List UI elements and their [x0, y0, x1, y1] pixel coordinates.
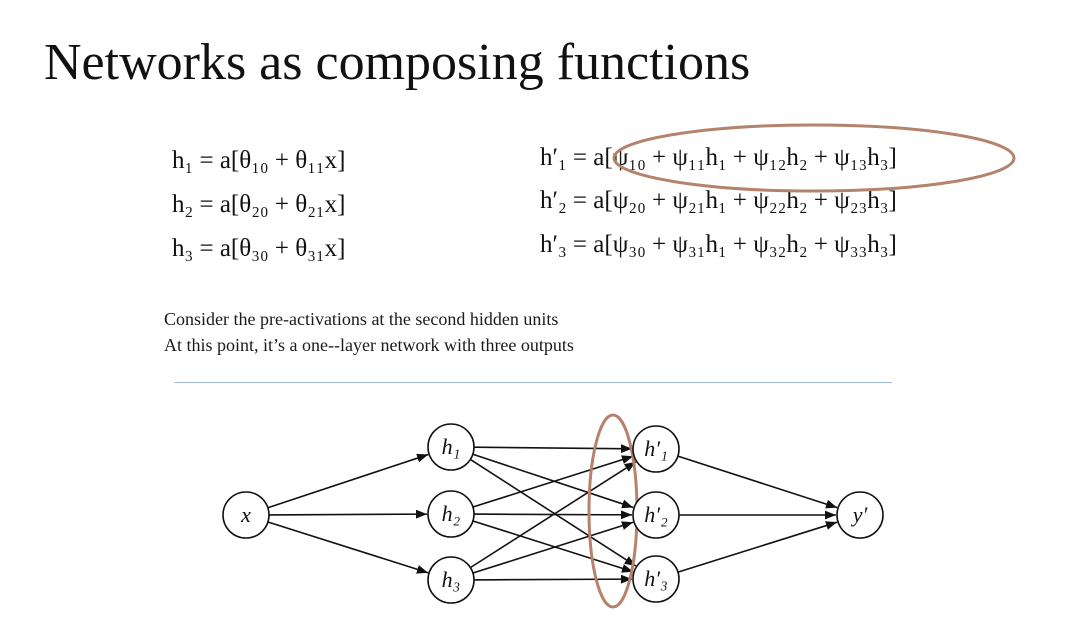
node-label-hp1: h′₁ [644, 436, 667, 461]
edge-hp1-to-y [677, 455, 838, 509]
edge-h2-to-hp1 [472, 455, 634, 508]
node-circle-y [836, 491, 884, 539]
node-h2: h₂ [427, 490, 475, 538]
node-label-hp2: h′₂ [644, 502, 668, 527]
node-circle-h3 [427, 556, 475, 604]
node-h3: h₃ [427, 556, 475, 604]
node-hp1: h′₁ [632, 425, 680, 473]
node-h1: h₁ [427, 423, 475, 471]
node-circle-hp2 [632, 491, 680, 539]
node-label-hp3: h′₃ [644, 566, 667, 591]
equation-h2: h₂ = a[θ₂₀ + θ₂₁x] [172, 191, 346, 218]
caption-line-2: At this point, it’s a one--layer network… [164, 335, 574, 355]
node-label-y: y′ [851, 502, 869, 527]
divider-rule [174, 382, 892, 383]
equation-h1: h₁ = a[θ₁₀ + θ₁₁x] [172, 147, 346, 174]
edge-x-to-h3 [267, 521, 429, 574]
edge-h2-to-hp3 [472, 520, 634, 573]
node-hp3: h′₃ [632, 555, 680, 603]
node-label-h3: h₃ [442, 567, 461, 592]
network-edges [267, 444, 838, 584]
edge-h1-to-hp1 [473, 444, 633, 454]
node-x: x [222, 491, 270, 539]
node-y: y′ [836, 491, 884, 539]
edge-hp3-to-y [677, 521, 838, 573]
edge-x-to-h1 [267, 453, 429, 509]
edge-x-to-h2 [268, 509, 428, 519]
equation-h3: h₃ = a[θ₃₀ + θ₃₁x] [172, 235, 346, 262]
edge-h3-to-hp2 [472, 521, 634, 574]
edge-h3-to-hp1 [469, 461, 637, 569]
node-hp2: h′₂ [632, 491, 680, 539]
layer-highlight-ellipse [587, 413, 639, 609]
node-circle-h2 [427, 490, 475, 538]
equation-h-prime-3: h′₃ = a[ψ₃₀ + ψ₃₁h₁ + ψ₃₂h₂ + ψ₃₃h₃] [540, 231, 897, 258]
node-circle-hp3 [632, 555, 680, 603]
node-label-h1: h₁ [442, 434, 461, 459]
node-circle-x [222, 491, 270, 539]
slide-title: Networks as composing functions [44, 34, 751, 91]
node-label-x: x [240, 502, 251, 527]
network-nodes: x h₁ h₂ h₃ h′₁ h′₂ h′₃ y′ [222, 423, 884, 604]
node-circle-h1 [427, 423, 475, 471]
edge-h1-to-hp3 [469, 458, 637, 567]
equation-h-prime-1: h′₁ = a[ψ₁₀ + ψ₁₁h₁ + ψ₁₂h₂ + ψ₁₃h₃] [540, 144, 897, 171]
node-circle-hp1 [632, 425, 680, 473]
edge-h3-to-hp3 [473, 574, 633, 584]
node-label-h2: h₂ [442, 501, 461, 526]
caption-line-1: Consider the pre-activations at the seco… [164, 309, 559, 329]
